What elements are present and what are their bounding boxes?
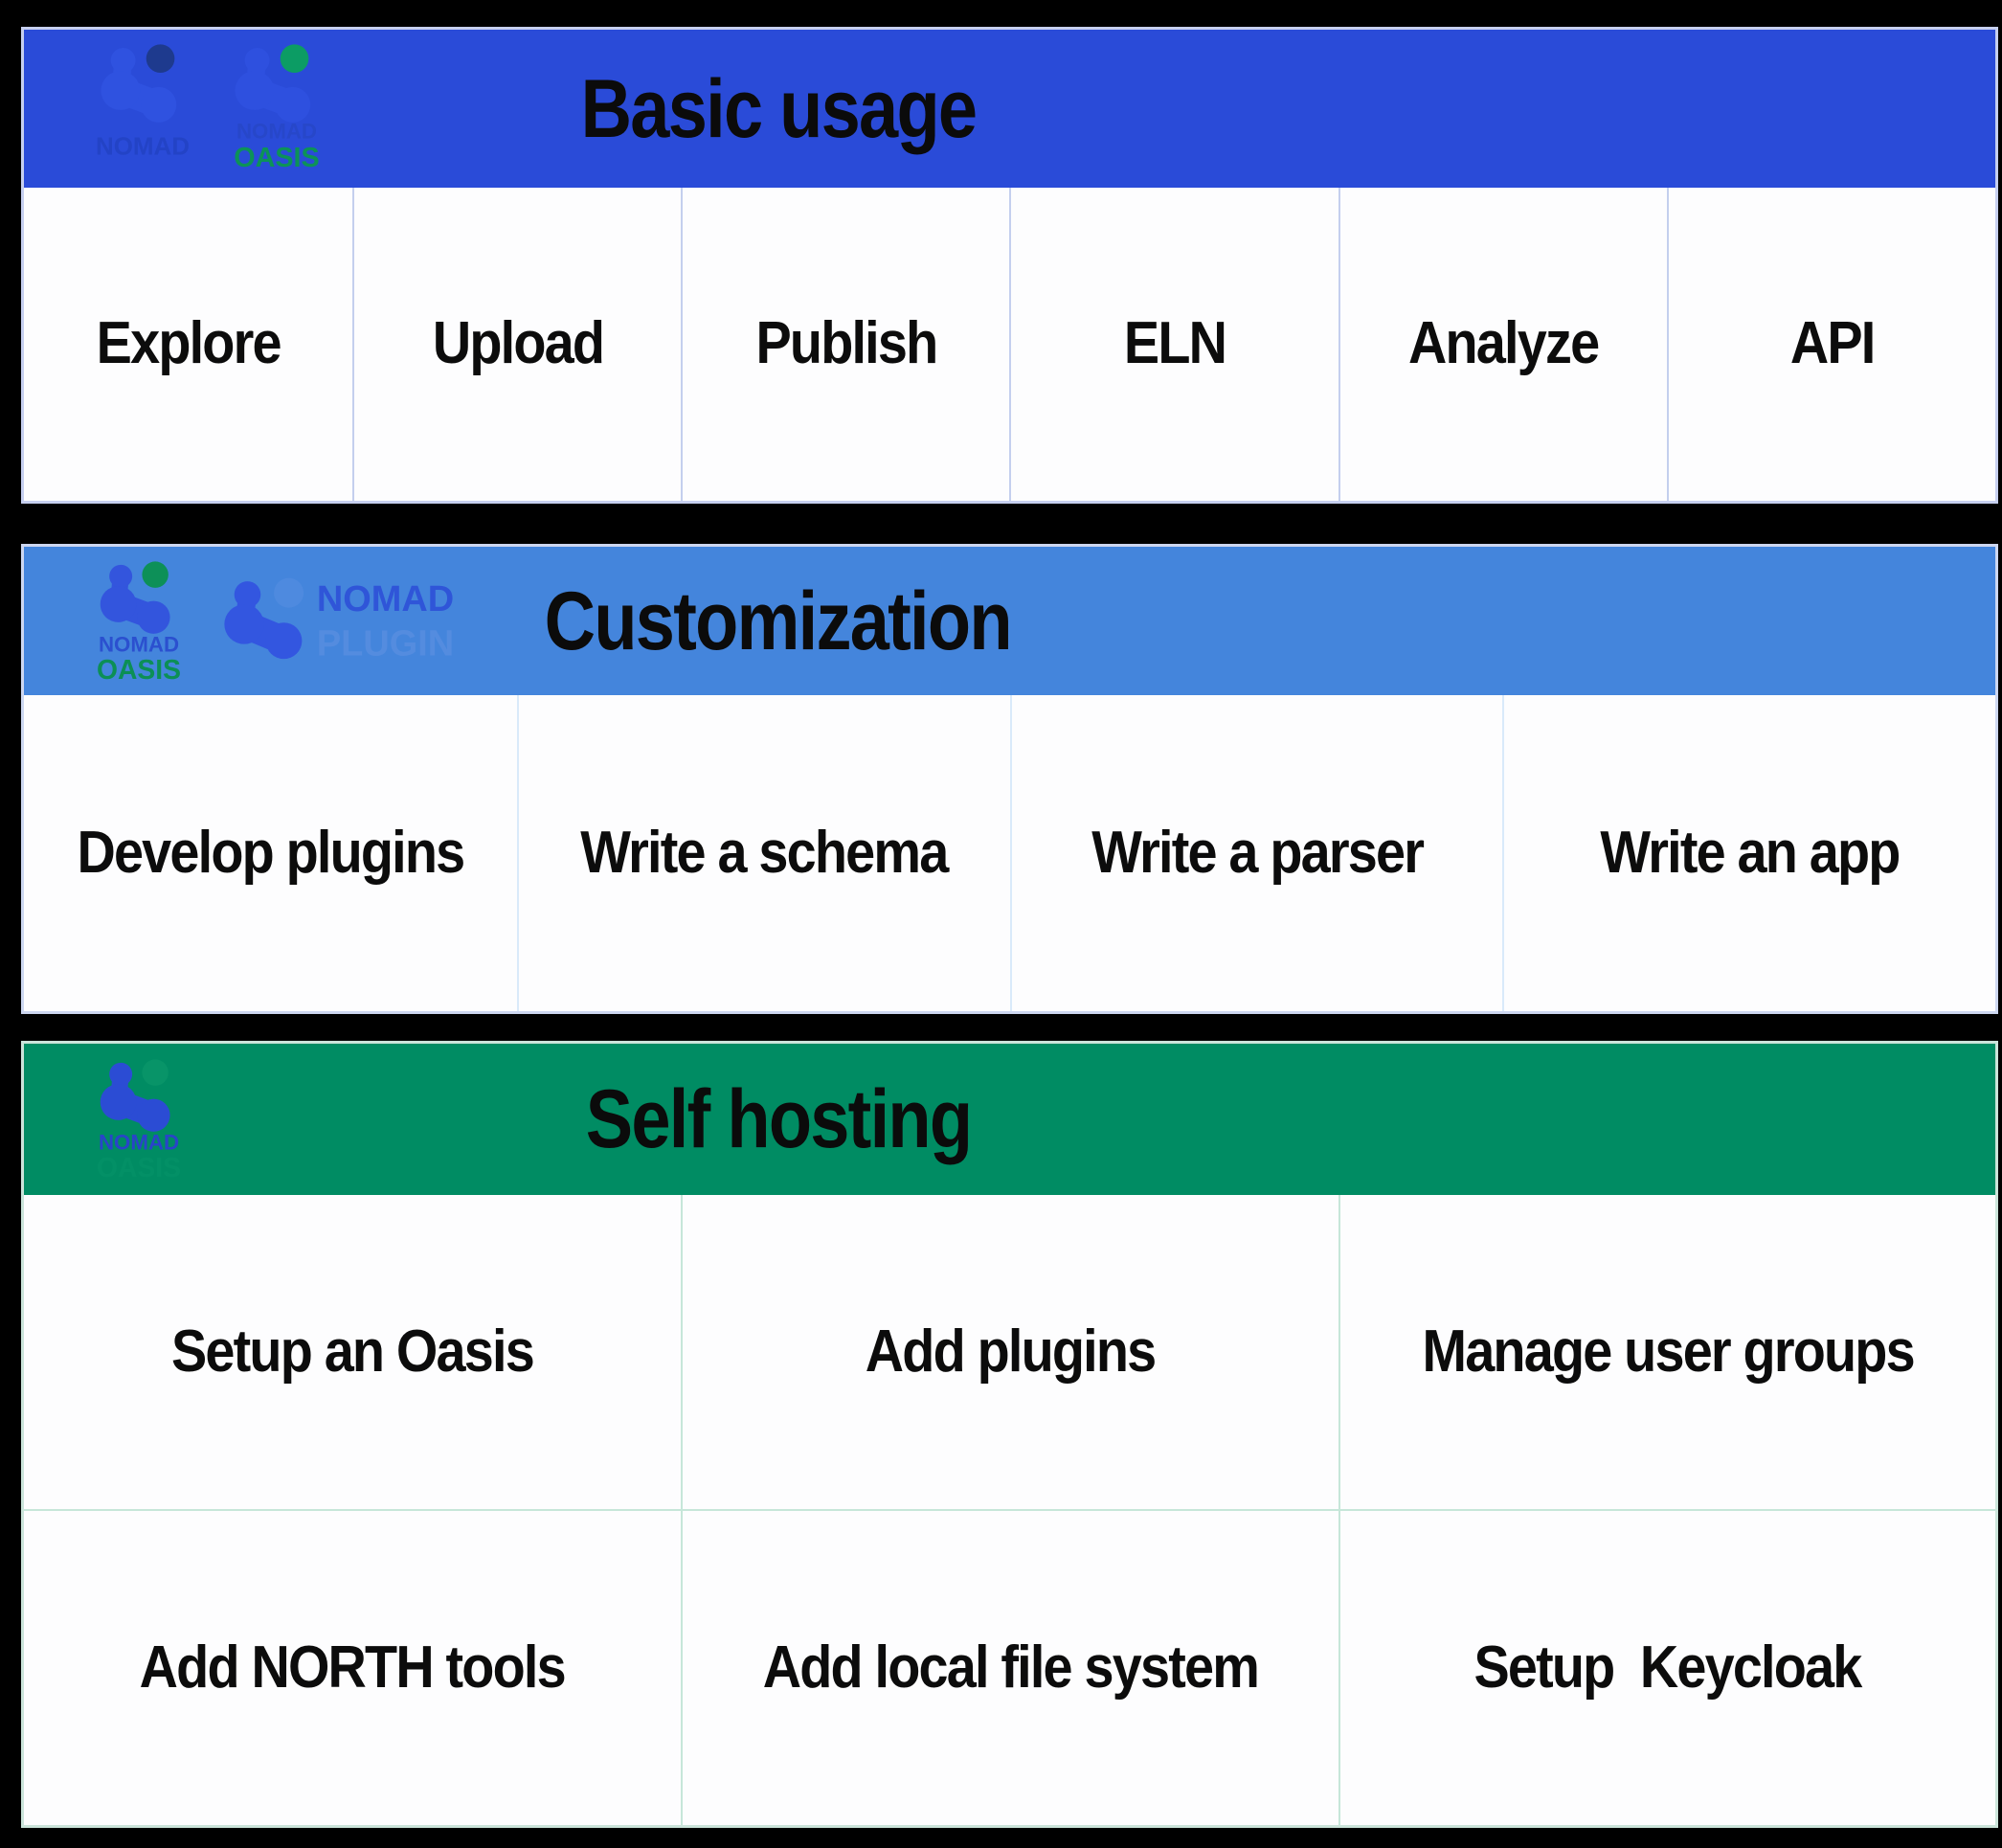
card-manage-user-groups[interactable]: Manage user groups: [1338, 1195, 1995, 1509]
nomad-logo-icon: NOMAD: [96, 43, 190, 160]
customization-logos: NOMAD OASIS NOMAD PLUGIN: [93, 559, 497, 683]
nomad-logo-label: NOMAD: [99, 1131, 179, 1155]
customization-header: NOMAD OASIS NOMAD PLUGIN: [24, 547, 1995, 695]
card-analyze[interactable]: Analyze: [1338, 188, 1667, 501]
self-hosting-logos: NOMAD OASIS: [93, 1058, 185, 1182]
card-add-plugins[interactable]: Add plugins: [681, 1195, 1338, 1509]
card-write-a-schema[interactable]: Write a schema: [516, 695, 1010, 1011]
nomad-logo-label: NOMAD: [236, 119, 317, 143]
card-develop-plugins[interactable]: Develop plugins: [77, 819, 465, 886]
nomad-logo-label: NOMAD: [96, 133, 190, 160]
self-hosting-header: NOMAD OASIS Self hosting: [24, 1044, 1995, 1195]
basic-usage-header: NOMAD NOMAD OASIS Basic usage: [24, 30, 1995, 188]
basic-usage-title: Basic usage: [580, 62, 977, 155]
oasis-logo-label: OASIS: [97, 654, 181, 684]
card-add-local-file-system[interactable]: Add local file system: [681, 1509, 1338, 1825]
section-basic-usage: NOMAD NOMAD OASIS Basic usage: [21, 27, 1998, 504]
section-customization: NOMAD OASIS NOMAD PLUGIN: [21, 544, 1998, 1014]
ghost-dot-icon: [142, 1059, 169, 1086]
nomad-oasis-logo-icon: NOMAD OASIS: [234, 43, 320, 173]
nomad-logo-icon: NOMAD OASIS: [97, 1059, 181, 1182]
card-setup-an-oasis[interactable]: Setup an Oasis: [171, 1318, 535, 1385]
card-explore[interactable]: Explore: [96, 310, 282, 377]
card-api[interactable]: API: [1666, 188, 1995, 501]
card-publish[interactable]: Publish: [681, 188, 1009, 501]
basic-usage-grid: Explore Upload Publish ELN Analyze API: [24, 188, 1995, 501]
card-write-an-app[interactable]: Write an app: [1502, 695, 1995, 1011]
oasis-logo-label: OASIS: [97, 1152, 181, 1182]
customization-grid: Develop plugins Write a schema Write a p…: [24, 695, 1995, 1011]
self-hosting-title: Self hosting: [585, 1073, 972, 1165]
basic-usage-logos: NOMAD NOMAD OASIS: [93, 42, 326, 175]
self-hosting-grid: Setup an Oasis Add plugins Manage user g…: [24, 1195, 1995, 1825]
card-setup-keycloak[interactable]: Setup Keycloak: [1338, 1509, 1995, 1825]
card-add-north-tools[interactable]: Add NORTH tools: [24, 1509, 682, 1825]
nomad-logo-label: NOMAD: [317, 579, 454, 620]
card-upload[interactable]: Upload: [352, 188, 681, 501]
card-write-a-parser[interactable]: Write a parser: [1009, 695, 1503, 1011]
nomad-logo-label: NOMAD: [99, 632, 179, 656]
oasis-logo-label: OASIS: [234, 143, 319, 173]
oasis-dot-icon: [280, 43, 309, 73]
nomad-dot-icon: [146, 43, 175, 73]
plugin-dot-icon: [274, 577, 304, 608]
customization-title: Customization: [544, 575, 1013, 667]
card-eln[interactable]: ELN: [1009, 188, 1338, 501]
nomad-oasis-logo-icon: NOMAD OASIS: [97, 560, 181, 684]
plugin-logo-label: PLUGIN: [317, 624, 454, 665]
nomad-plugin-logo-icon: NOMAD PLUGIN: [224, 577, 454, 665]
section-self-hosting: NOMAD OASIS Self hosting Setup an Oasis …: [21, 1041, 1998, 1828]
docs-overview-page: NOMAD NOMAD OASIS Basic usage: [21, 27, 1998, 1828]
oasis-dot-icon: [142, 560, 169, 588]
